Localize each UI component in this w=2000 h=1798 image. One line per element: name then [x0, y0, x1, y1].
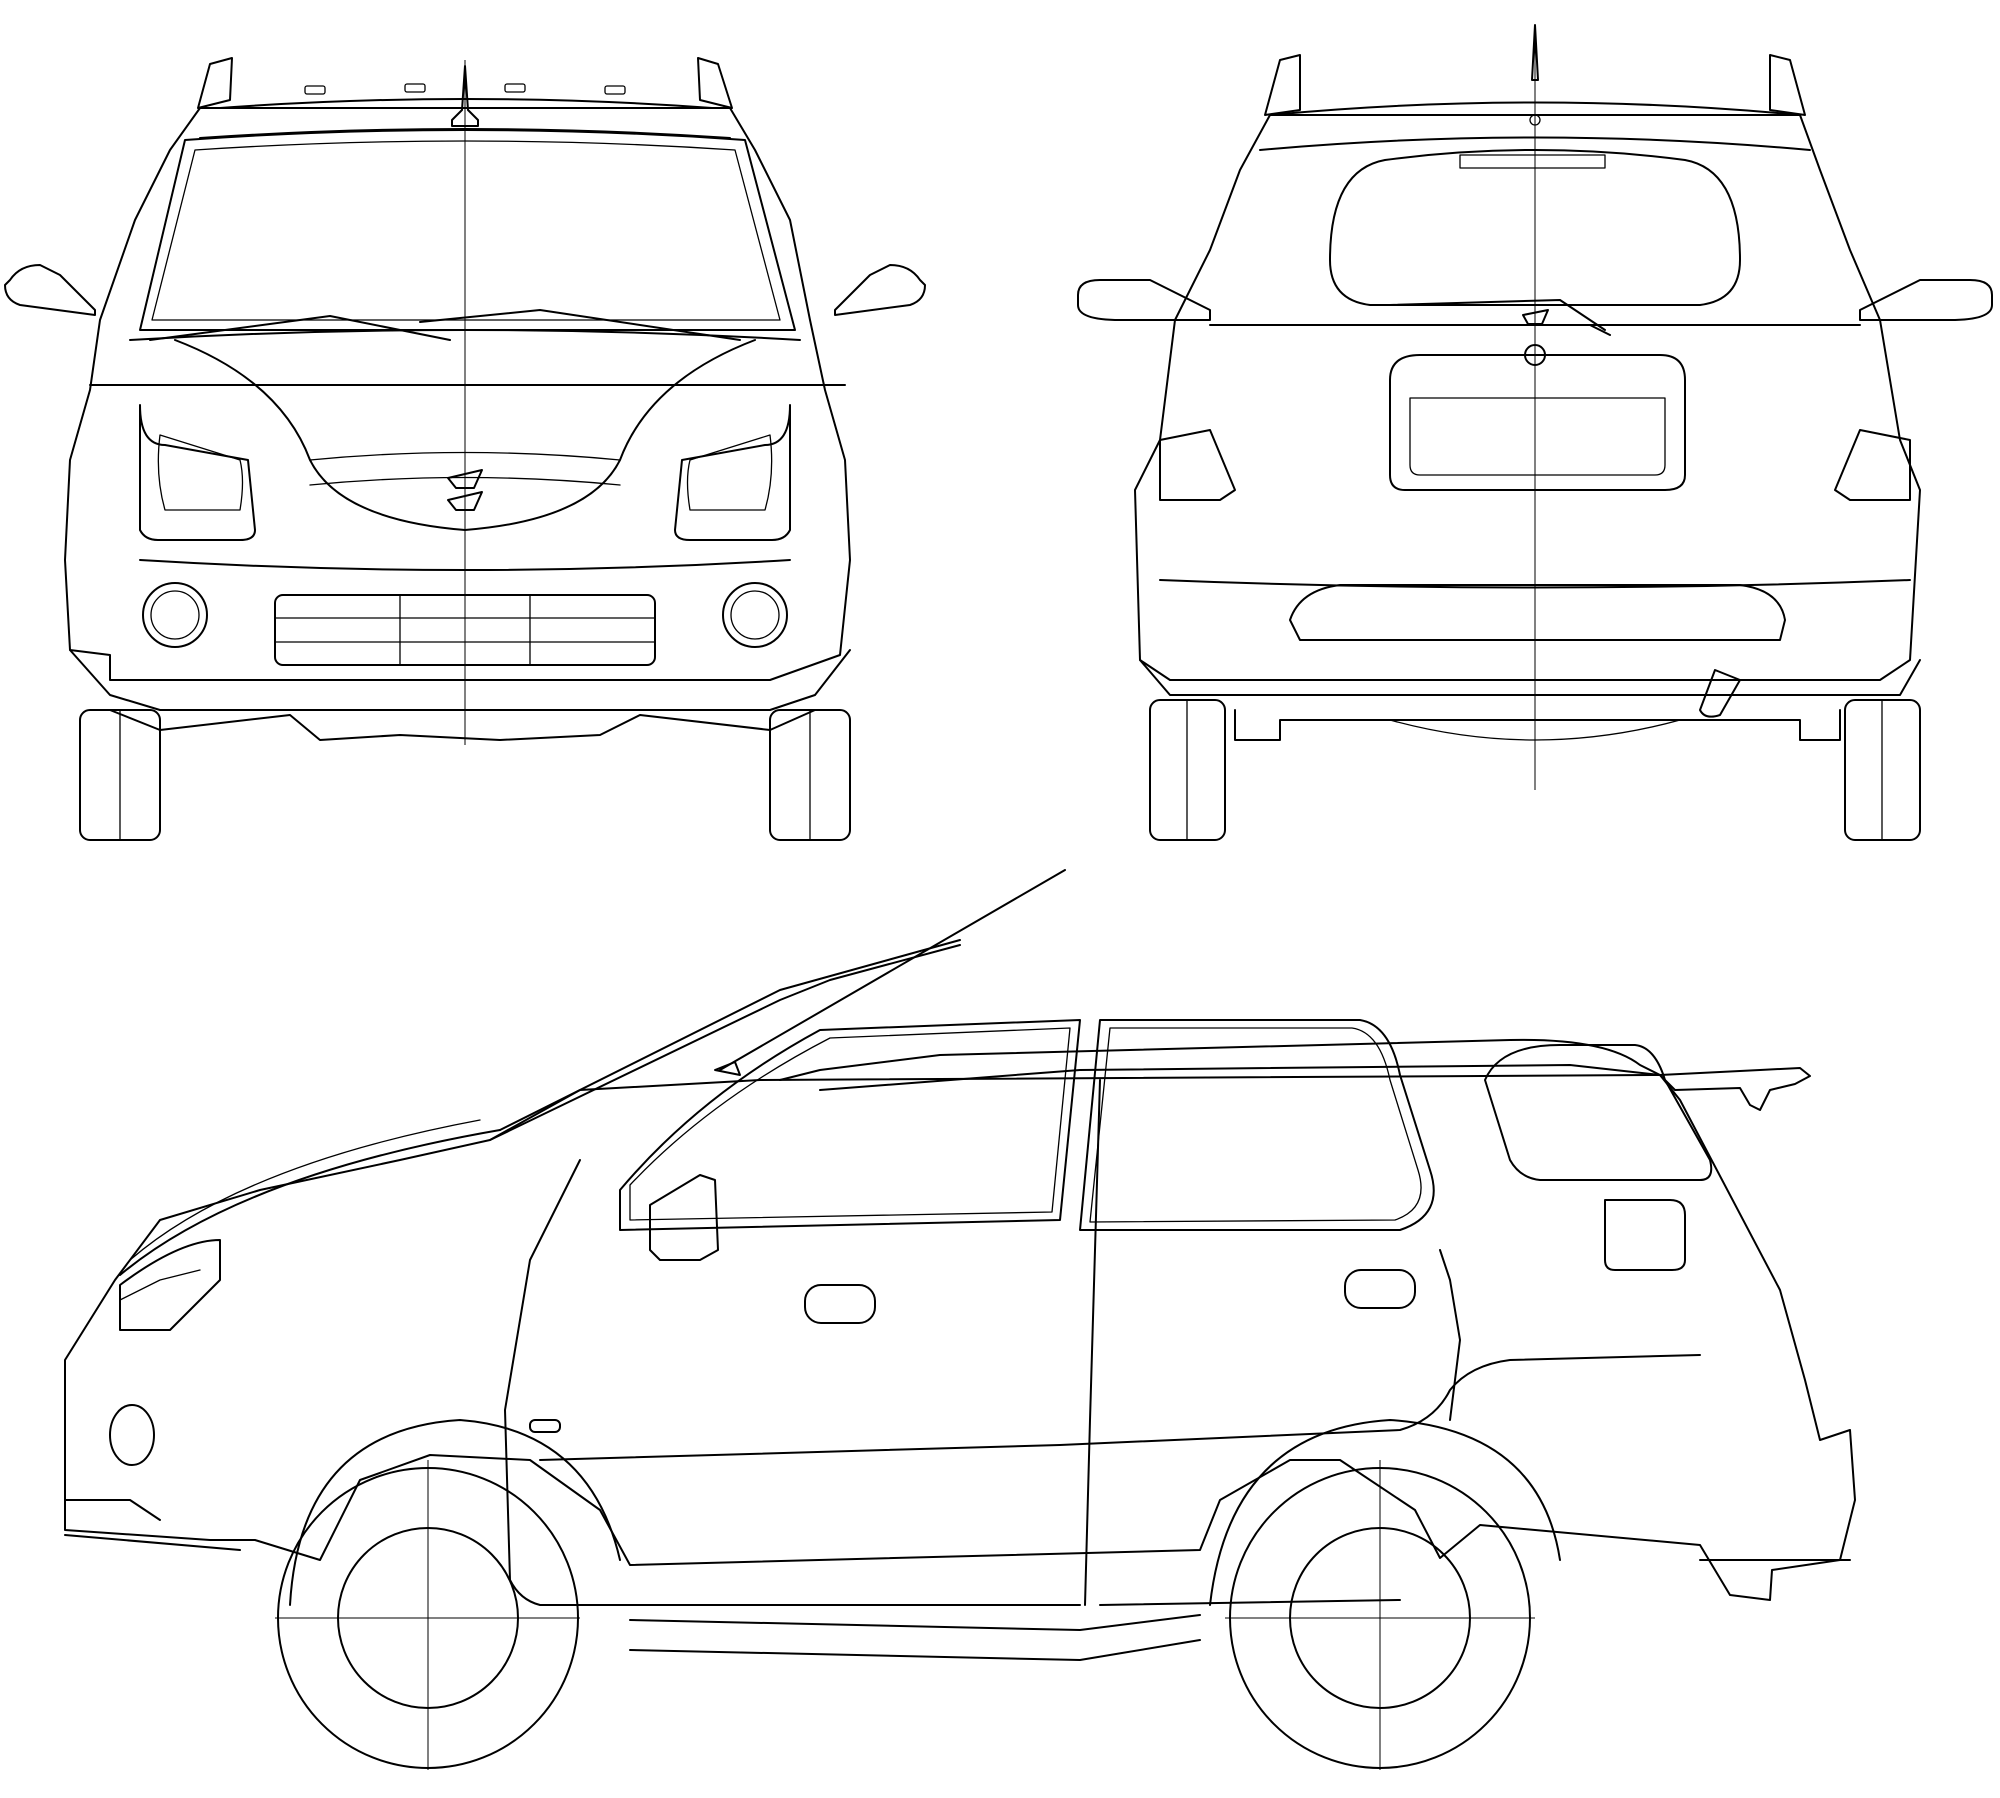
- rear-bumper: [1140, 580, 1920, 695]
- side-rear-wheel: [1210, 1420, 1560, 1770]
- side-fuel-door: [1605, 1200, 1685, 1270]
- side-mirror: [650, 1175, 718, 1260]
- front-antenna: [452, 66, 478, 126]
- rear-license-recess: [1390, 355, 1685, 490]
- side-roof-spoiler: [1660, 1068, 1810, 1110]
- rear-exhaust: [1700, 670, 1740, 717]
- front-hood: [130, 330, 800, 530]
- side-roof-rail: [780, 1040, 1660, 1090]
- rear-mirrors: [1078, 280, 1992, 320]
- side-hood-lines: [120, 940, 960, 1275]
- side-rocker: [630, 1615, 1200, 1660]
- front-logo: [448, 470, 482, 510]
- front-wipers: [150, 310, 740, 340]
- rear-underbody: [1235, 710, 1840, 740]
- side-windows: [620, 1020, 1711, 1230]
- side-door-lines: [505, 1080, 1700, 1605]
- front-headlights: [140, 405, 790, 540]
- side-body-outline: [65, 1075, 1855, 1600]
- front-fog-lights: [143, 583, 787, 647]
- rear-view: [1060, 20, 2000, 850]
- side-bumper: [65, 1500, 1850, 1560]
- front-view: [0, 40, 940, 850]
- front-bumper: [70, 650, 850, 740]
- rear-wiper: [1390, 300, 1610, 335]
- side-view: [60, 860, 1940, 1790]
- rear-tires: [1150, 700, 1920, 840]
- rear-taillights: [1160, 430, 1910, 500]
- front-mirrors: [5, 265, 925, 315]
- side-headlight: [110, 1240, 220, 1465]
- side-door-handles: [805, 1270, 1415, 1323]
- side-antenna: [715, 870, 1065, 1075]
- front-tires: [80, 710, 850, 840]
- front-body-outline: [65, 108, 850, 680]
- side-front-wheel: [275, 1420, 620, 1770]
- rear-roof-rails: [1260, 55, 1810, 150]
- side-turn-signal: [530, 1420, 560, 1432]
- front-windshield: [140, 130, 795, 330]
- front-grille: [140, 560, 790, 665]
- rear-window: [1330, 150, 1740, 305]
